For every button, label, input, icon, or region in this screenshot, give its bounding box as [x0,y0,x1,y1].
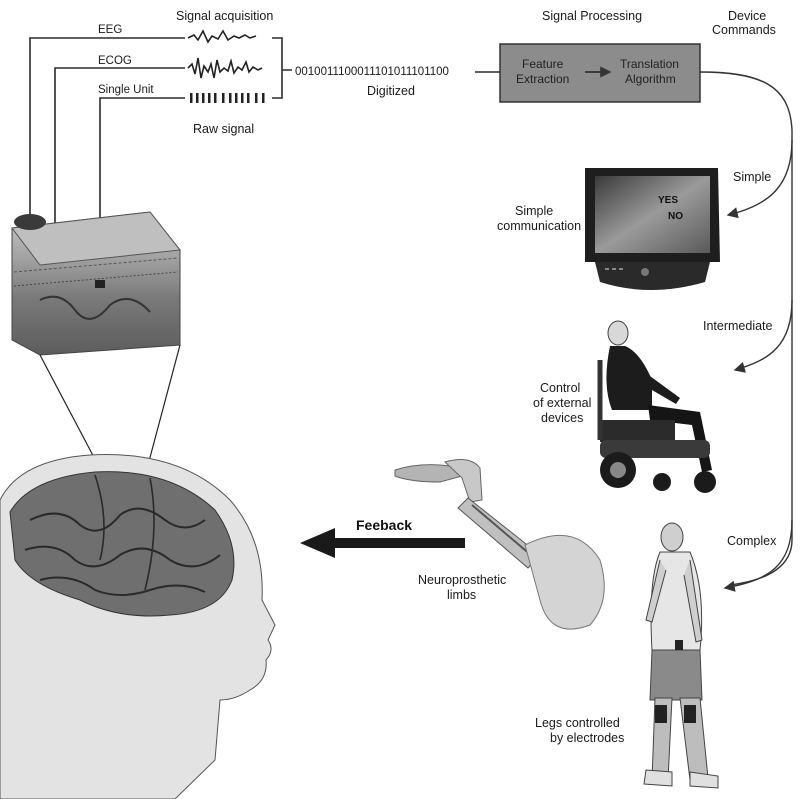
eeg-waveform [188,31,256,42]
wheelchair-user-icon [600,321,716,493]
digitized-label: Digitized [367,84,415,98]
cortex-cross-section [12,212,180,355]
device-commands-title-line1: Device [728,9,766,23]
translation-algorithm-line1: Translation [620,57,679,71]
intermediate-label: Intermediate [703,319,773,333]
feedback-label: Feeback [356,517,412,533]
signal-acquisition-title: Signal acquisition [176,9,273,23]
legs-controlled-line1: Legs controlled [535,716,620,730]
feature-extraction-line2: Extraction [516,72,569,86]
single-unit-electrode [95,280,105,288]
monitor-no: NO [668,211,683,222]
external-devices-line1: Control [540,381,580,395]
external-devices-line3: devices [541,411,583,425]
single-unit-label: Single Unit [98,84,154,96]
monitor-icon: YES NO [585,168,720,290]
signal-processing-box: Feature Extraction Translation Algorithm [500,44,700,102]
ecog-label: ECOG [98,55,132,67]
legs-controlled-line2: by electrodes [550,731,624,745]
neuroprosthetic-line2: limbs [447,588,476,602]
simple-communication-line2: communication [497,219,581,233]
external-devices-line2: of external [533,396,591,410]
eeg-electrode [14,214,46,230]
complex-arrow [725,520,792,588]
feature-extraction-line1: Feature [522,57,564,71]
raw-signal-bracket [272,38,292,98]
device-commands-title-line2: Commands [712,23,776,37]
eeg-channel: EEG [30,24,256,215]
monitor-yes: YES [658,195,678,206]
simple-communication-line1: Simple [515,204,553,218]
single-unit-spikes [190,93,265,103]
digital-stream: 0010011100011101011101100 [295,66,449,78]
ecog-channel: ECOG [55,55,262,240]
ecog-waveform [188,58,262,78]
complex-label: Complex [727,534,777,548]
raw-signal-label: Raw signal [193,122,254,136]
signal-processing-title: Signal Processing [542,9,642,23]
walking-person-icon [644,523,718,788]
zoom-lines [40,345,180,465]
simple-label: Simple [733,170,771,184]
neuroprosthetic-line1: Neuroprosthetic [418,573,506,587]
head-with-brain-icon [0,455,275,799]
translation-algorithm-line2: Algorithm [625,72,676,86]
eeg-label: EEG [98,24,122,36]
intermediate-arrow [735,300,792,370]
